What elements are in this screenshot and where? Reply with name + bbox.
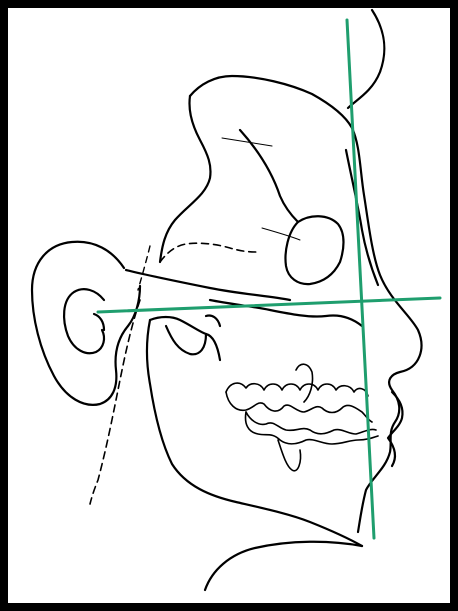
ear-inner bbox=[64, 289, 104, 353]
orbit-outline bbox=[286, 216, 344, 284]
ear-canal bbox=[94, 314, 104, 330]
lower-teeth bbox=[246, 412, 379, 471]
dashed-posterior-skull bbox=[90, 300, 140, 504]
mandible-ramus bbox=[150, 317, 220, 360]
forehead-soft-tissue bbox=[348, 10, 384, 108]
coronoid bbox=[206, 315, 220, 326]
dashed-sphenoid bbox=[138, 246, 150, 290]
nasal-contour bbox=[346, 150, 378, 285]
frontal-process bbox=[240, 130, 298, 222]
zygomatic-arch bbox=[126, 270, 290, 300]
upper-teeth bbox=[226, 364, 372, 422]
ear-outer bbox=[32, 242, 140, 405]
zygoma-suture bbox=[262, 228, 300, 240]
zygomatic-upper bbox=[160, 96, 211, 262]
dashed-cranial-base bbox=[160, 243, 256, 262]
neck-outline bbox=[205, 542, 362, 590]
